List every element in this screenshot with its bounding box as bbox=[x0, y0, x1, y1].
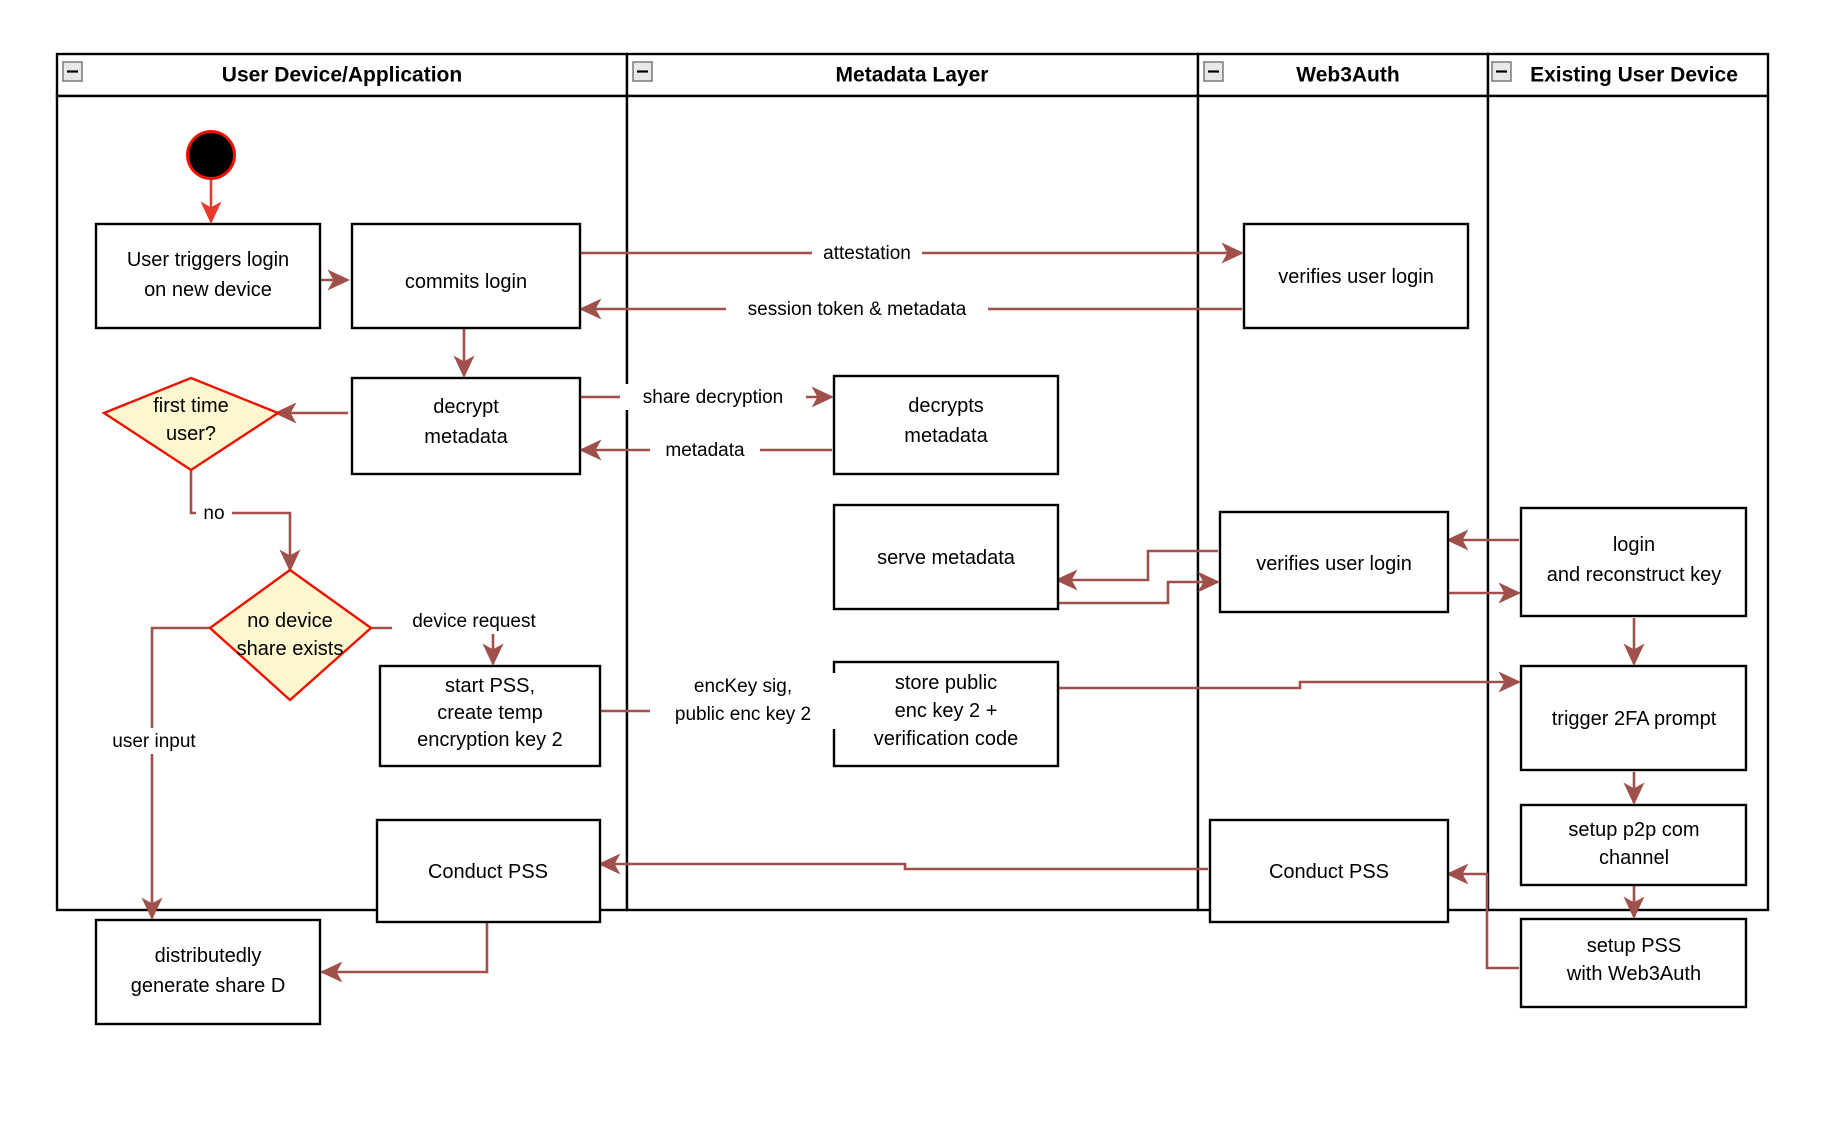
lane-title-existing-device: Existing User Device bbox=[1530, 64, 1738, 87]
node-label-line: login bbox=[1613, 534, 1655, 556]
lane-metadata[interactable]: Metadata Layer bbox=[625, 52, 1200, 912]
edge-conductpss-web3auth-to-user bbox=[598, 853, 1208, 875]
node-store-public-enc-key[interactable]: store public enc key 2 + verification co… bbox=[832, 660, 1060, 768]
node-distributedly-generate-share-d[interactable]: distributedly generate share D bbox=[94, 918, 322, 1026]
node-label-line: commits login bbox=[405, 271, 527, 293]
node-trigger-2fa-prompt[interactable]: trigger 2FA prompt bbox=[1519, 664, 1748, 772]
node-label-line: share exists bbox=[237, 638, 344, 660]
node-verifies-user-login-1[interactable]: verifies user login bbox=[1242, 222, 1470, 330]
node-commits-login[interactable]: commits login bbox=[350, 222, 582, 330]
node-decrypts-metadata[interactable]: decrypts metadata bbox=[832, 374, 1060, 476]
svg-text:no: no bbox=[203, 503, 224, 524]
minus-icon-metadata[interactable] bbox=[632, 61, 653, 82]
node-label-line: create temp bbox=[437, 702, 543, 724]
edge-user-input bbox=[141, 626, 212, 920]
node-label-line: encryption key 2 bbox=[417, 729, 563, 751]
svg-text:device request: device request bbox=[412, 611, 536, 632]
node-label-line: serve metadata bbox=[877, 547, 1016, 569]
lane-title-user-device: User Device/Application bbox=[222, 64, 462, 87]
minus-icon-web3auth[interactable] bbox=[1203, 61, 1224, 82]
node-label-line: on new device bbox=[144, 279, 272, 301]
lane-frames: User Device/Application Metadata Layer bbox=[55, 52, 1770, 912]
node-label-line: store public bbox=[895, 672, 997, 694]
node-label-line: metadata bbox=[904, 425, 988, 447]
lane-user-device[interactable]: User Device/Application bbox=[55, 52, 629, 912]
node-login-and-reconstruct-key[interactable]: login and reconstruct key bbox=[1519, 506, 1748, 618]
start-node[interactable] bbox=[186, 130, 236, 180]
node-setup-p2p-com-channel[interactable]: setup p2p com channel bbox=[1519, 803, 1748, 887]
edge-label-attestation: attestation bbox=[812, 240, 922, 266]
edge-conductpss-to-sharedate bbox=[320, 922, 489, 983]
node-label-line: and reconstruct key bbox=[1547, 564, 1722, 586]
edge-label-share-decryption: share decryption bbox=[620, 384, 806, 410]
node-label-line: user? bbox=[166, 423, 216, 445]
node-label-line: enc key 2 + bbox=[895, 700, 998, 722]
node-label-line: Conduct PSS bbox=[1269, 861, 1389, 883]
minus-icon-user-device[interactable] bbox=[62, 61, 83, 82]
node-label-line: distributedly bbox=[155, 945, 262, 967]
node-label-line: metadata bbox=[424, 426, 508, 448]
node-label-line: verification code bbox=[874, 728, 1019, 750]
node-label-line: first time bbox=[153, 395, 229, 417]
edge-label-user-input: user input bbox=[95, 728, 213, 754]
edge-verifies2-to-serve bbox=[1055, 549, 1218, 591]
node-label-line: decrypts bbox=[908, 395, 984, 417]
svg-text:public enc key 2: public enc key 2 bbox=[675, 704, 811, 725]
edge-label-enckey-sig: encKey sig, public enc key 2 bbox=[650, 673, 836, 729]
node-label-line: setup p2p com bbox=[1568, 819, 1699, 841]
node-label-line: decrypt bbox=[433, 396, 499, 418]
edge-setuppss-to-conductpss-web3auth bbox=[1446, 863, 1519, 970]
svg-text:user input: user input bbox=[112, 731, 196, 752]
node-serve-metadata[interactable]: serve metadata bbox=[832, 503, 1060, 611]
node-conduct-pss-web3auth[interactable]: Conduct PSS bbox=[1208, 818, 1450, 924]
edge-label-device-request: device request bbox=[392, 608, 556, 634]
edge-labels: attestation session token & metadata sha… bbox=[95, 240, 988, 754]
svg-text:encKey sig,: encKey sig, bbox=[694, 676, 792, 697]
edge-label-metadata: metadata bbox=[650, 437, 760, 463]
node-label-line: verifies user login bbox=[1256, 553, 1412, 575]
lane-existing-device[interactable]: Existing User Device bbox=[1486, 52, 1770, 912]
node-no-device-share-exists[interactable]: no device share exists bbox=[208, 568, 373, 702]
svg-text:attestation: attestation bbox=[823, 243, 911, 264]
minus-icon-existing-device[interactable] bbox=[1491, 61, 1512, 82]
node-label-line: verifies user login bbox=[1278, 266, 1434, 288]
node-label-line: start PSS, bbox=[445, 675, 535, 697]
node-label-line: User triggers login bbox=[127, 249, 289, 271]
edge-serve-to-verifies2 bbox=[1057, 571, 1220, 605]
node-first-time-user[interactable]: first time user? bbox=[101, 376, 281, 472]
lane-web3auth[interactable]: Web3Auth bbox=[1196, 52, 1490, 912]
node-conduct-pss-user[interactable]: Conduct PSS bbox=[375, 818, 602, 924]
node-setup-pss-with-web3auth[interactable]: setup PSS with Web3Auth bbox=[1519, 917, 1748, 1009]
node-user-triggers-login[interactable]: User triggers login on new device bbox=[94, 222, 322, 330]
edge-label-no: no bbox=[196, 500, 232, 526]
edge-store-to-2fa bbox=[1057, 671, 1521, 693]
node-label-line: generate share D bbox=[131, 975, 286, 997]
svg-text:share decryption: share decryption bbox=[643, 387, 783, 408]
edge-no-branch bbox=[189, 470, 301, 572]
node-label-line: setup PSS bbox=[1587, 935, 1682, 957]
node-label-line: channel bbox=[1599, 847, 1669, 869]
lane-title-web3auth: Web3Auth bbox=[1296, 64, 1399, 87]
svg-text:session token & metadata: session token & metadata bbox=[748, 299, 967, 320]
node-decrypt-metadata[interactable]: decrypt metadata bbox=[350, 376, 582, 476]
node-label-line: no device bbox=[247, 610, 333, 632]
node-verifies-user-login-2[interactable]: verifies user login bbox=[1218, 510, 1450, 614]
svg-text:metadata: metadata bbox=[665, 440, 745, 461]
node-label-line: Conduct PSS bbox=[428, 861, 548, 883]
node-label-line: trigger 2FA prompt bbox=[1552, 708, 1717, 730]
node-label-line: with Web3Auth bbox=[1566, 963, 1701, 985]
node-start-pss[interactable]: start PSS, create temp encryption key 2 bbox=[378, 664, 602, 768]
edge-label-session-token: session token & metadata bbox=[726, 296, 988, 322]
lane-title-metadata: Metadata Layer bbox=[836, 64, 989, 87]
